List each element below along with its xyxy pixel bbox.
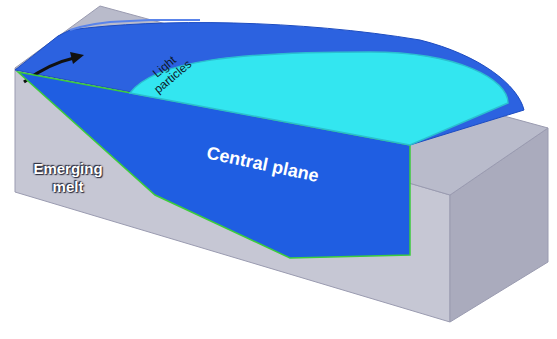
melt-flow-arrowhead — [70, 52, 84, 64]
melt-label: Emerging melt — [26, 160, 110, 196]
light-particles-region: Light particles — [120, 45, 512, 149]
cavity-steps — [70, 20, 200, 30]
